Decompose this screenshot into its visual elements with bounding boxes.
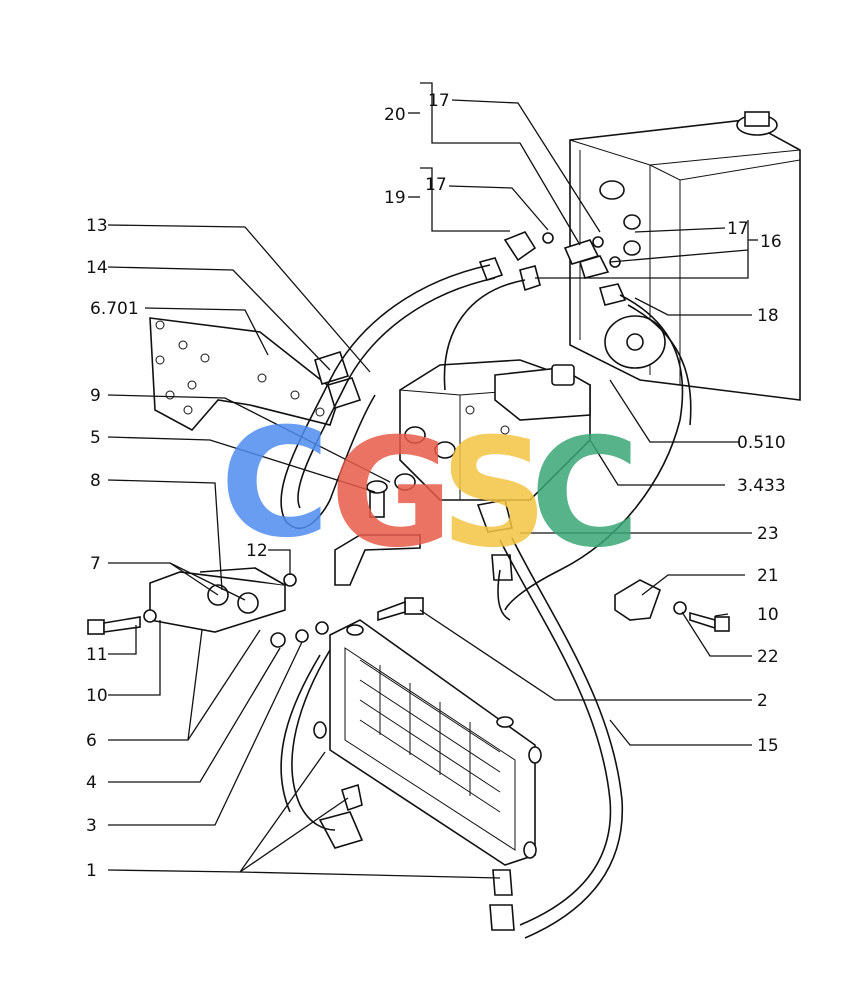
callout-21: 21: [757, 566, 779, 586]
hydraulic-tank: [569, 111, 801, 401]
callout-6: 6: [86, 731, 97, 751]
callout-10: 10: [757, 605, 779, 625]
callout-8: 8: [90, 471, 101, 491]
leader-lines: [107, 82, 758, 879]
callout-12: 12: [246, 541, 268, 561]
callout-17: 17: [428, 91, 450, 111]
callout-13: 13: [86, 216, 108, 236]
callout-15: 15: [757, 736, 779, 756]
bolt-11: [87, 609, 157, 635]
callout-19: 19: [384, 188, 406, 208]
watermark-logo: C G S C: [220, 397, 640, 581]
callout-6-701: 6.701: [90, 299, 139, 319]
callout-17: 17: [425, 175, 447, 195]
bolt-2: [377, 597, 424, 622]
washer-3: [295, 629, 309, 643]
hose-clip-21: [614, 579, 730, 632]
callout-4: 4: [86, 773, 97, 793]
callout-23: 23: [757, 524, 779, 544]
callout-labels: 17 20 17 19 17 16 13 14 6.701 18 9 0.510…: [86, 91, 786, 881]
callout-3-433: 3.433: [737, 476, 786, 496]
callout-10: 10: [86, 686, 108, 706]
watermark-letter-4: C: [530, 407, 640, 581]
callout-0-510: 0.510: [737, 433, 786, 453]
callout-14: 14: [86, 258, 108, 278]
callout-2: 2: [757, 691, 768, 711]
pipe-clamp-block: [149, 567, 297, 633]
callout-17: 17: [727, 219, 749, 239]
callout-16: 16: [760, 232, 782, 252]
washer-3b: [315, 621, 329, 635]
callout-9: 9: [90, 386, 101, 406]
nut-4: [270, 632, 286, 648]
watermark-letter-2: G: [330, 407, 453, 581]
control-valve-block: [394, 359, 591, 501]
callout-22: 22: [757, 647, 779, 667]
mounting-plate: [149, 317, 341, 432]
callout-1: 1: [86, 861, 97, 881]
watermark-letter-3: S: [440, 407, 548, 581]
support-bracket: [334, 480, 421, 586]
callout-3: 3: [86, 816, 97, 836]
fittings-bottom: [318, 499, 515, 931]
callout-5: 5: [90, 428, 101, 448]
callout-18: 18: [757, 306, 779, 326]
oil-cooler: [313, 619, 542, 866]
callout-11: 11: [86, 645, 108, 665]
callout-7: 7: [90, 554, 101, 574]
callout-20: 20: [384, 105, 406, 125]
fittings-top: [314, 231, 627, 410]
watermark-letter-1: C: [220, 397, 330, 571]
